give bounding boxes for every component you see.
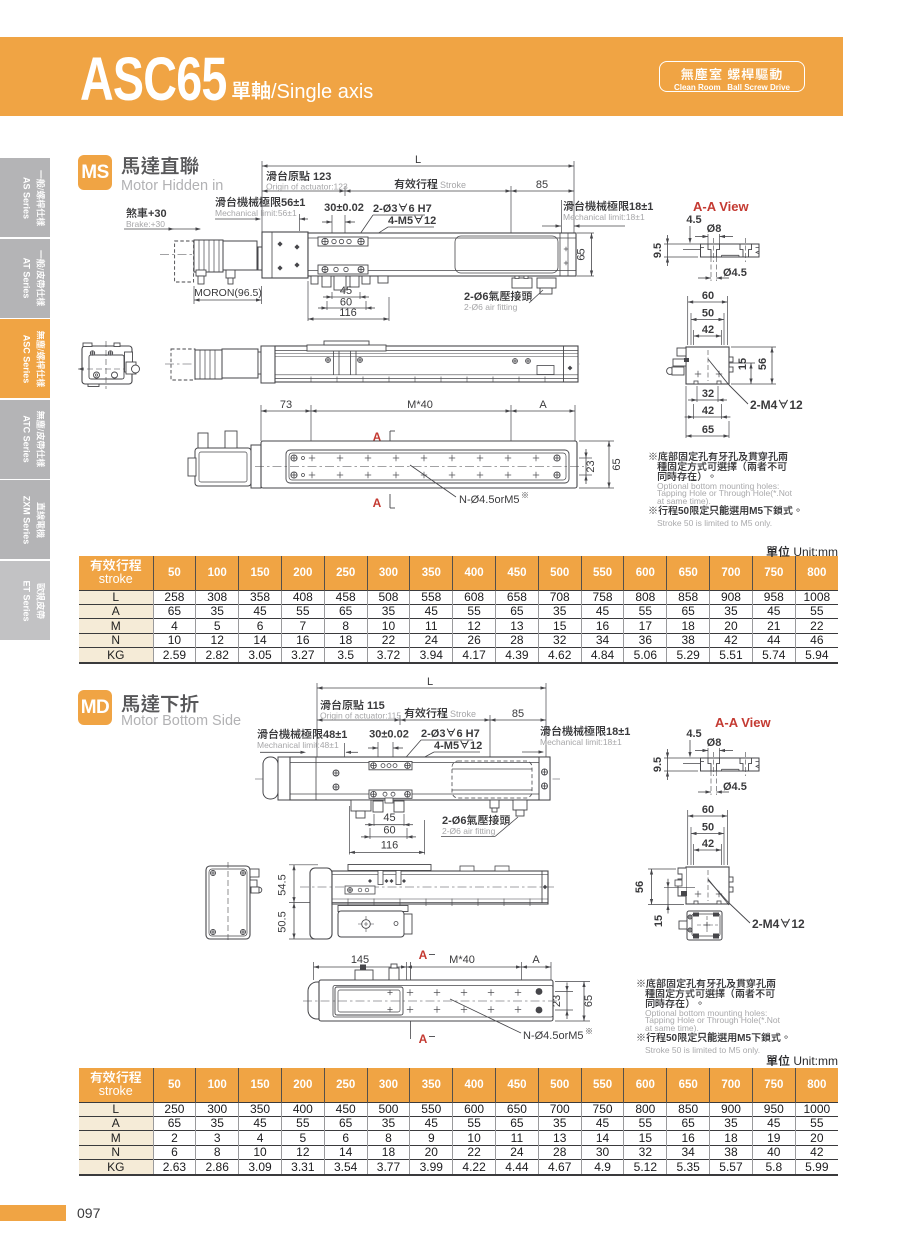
svg-text:65: 65: [611, 458, 623, 470]
svg-text:65: 65: [702, 424, 714, 436]
svg-text:54.5: 54.5: [277, 874, 289, 895]
svg-text:滑台機械極限18±1: 滑台機械極限18±1: [563, 200, 653, 213]
svg-text:2-Ø6 air fitting: 2-Ø6 air fitting: [442, 826, 496, 836]
svg-text:15: 15: [653, 915, 665, 927]
svg-text:Mechanical limit:18±1: Mechanical limit:18±1: [540, 737, 622, 747]
svg-text:23: 23: [585, 460, 597, 472]
svg-text:L: L: [415, 154, 421, 166]
svg-text:42: 42: [702, 405, 714, 417]
svg-text:4.5: 4.5: [686, 728, 701, 740]
svg-text:50: 50: [702, 822, 714, 834]
svg-text:A: A: [373, 496, 382, 510]
svg-text:2-Ø6氣壓接頭: 2-Ø6氣壓接頭: [442, 814, 510, 827]
svg-text:4-M5∀12: 4-M5∀12: [434, 740, 482, 752]
svg-text:2-Ø6 air fitting: 2-Ø6 air fitting: [464, 302, 518, 312]
svg-text:116: 116: [381, 840, 399, 852]
svg-text:N-Ø4.5orM5: N-Ø4.5orM5: [459, 494, 520, 506]
svg-text:60: 60: [383, 825, 395, 837]
svg-text:※: ※: [585, 1027, 593, 1036]
svg-text:滑台原點 115: 滑台原點 115: [320, 699, 385, 712]
svg-text:Ø4.5: Ø4.5: [723, 781, 747, 793]
svg-text:MORON(96.5): MORON(96.5): [194, 287, 262, 299]
svg-text:Ø8: Ø8: [707, 223, 722, 235]
svg-text:65: 65: [576, 248, 588, 260]
svg-text:Origin of actuator:123: Origin of actuator:123: [266, 182, 348, 192]
svg-text:A-A View: A-A View: [693, 199, 750, 214]
svg-text:A: A: [419, 948, 428, 962]
svg-text:滑台機械極限18±1: 滑台機械極限18±1: [540, 725, 630, 738]
svg-text:30±0.02: 30±0.02: [369, 729, 409, 741]
svg-text:2-Ø3∀6 H7: 2-Ø3∀6 H7: [373, 203, 432, 215]
svg-text:煞車+30: 煞車+30: [126, 207, 167, 220]
svg-text:Ø8: Ø8: [707, 737, 722, 749]
svg-text:30±0.02: 30±0.02: [324, 202, 364, 214]
svg-text:116: 116: [339, 307, 357, 319]
svg-text:2-Ø3∀6 H7: 2-Ø3∀6 H7: [421, 728, 480, 740]
svg-text:M*40: M*40: [407, 399, 433, 411]
svg-text:9.5: 9.5: [652, 757, 664, 772]
svg-text:4-M5∀12: 4-M5∀12: [388, 215, 436, 227]
svg-text:Mechanical limit:48±1: Mechanical limit:48±1: [257, 740, 339, 750]
svg-text:Stroke: Stroke: [450, 709, 476, 719]
svg-text:滑台機械極限48±1: 滑台機械極限48±1: [257, 728, 347, 741]
svg-text:32: 32: [702, 388, 714, 400]
svg-text:M*40: M*40: [449, 954, 475, 966]
svg-text:Mechanical limit:56±1: Mechanical limit:56±1: [215, 208, 297, 218]
svg-text:73: 73: [280, 399, 292, 411]
svg-text:A: A: [419, 1032, 428, 1046]
svg-text:145: 145: [351, 954, 369, 966]
svg-text:A: A: [539, 399, 547, 411]
svg-text:A-A View: A-A View: [715, 715, 772, 730]
svg-text:A: A: [373, 430, 382, 444]
svg-text:Brake:+30: Brake:+30: [126, 219, 165, 229]
svg-text:56: 56: [634, 881, 646, 893]
svg-text:有效行程: 有效行程: [394, 178, 438, 191]
svg-text:滑台原點 123: 滑台原點 123: [266, 170, 331, 183]
svg-text:50: 50: [702, 308, 714, 320]
svg-text:4.5: 4.5: [686, 214, 701, 226]
svg-text:60: 60: [702, 804, 714, 816]
svg-text:42: 42: [702, 838, 714, 850]
svg-text:N-Ø4.5orM5: N-Ø4.5orM5: [523, 1030, 584, 1042]
svg-text:有效行程: 有效行程: [404, 707, 448, 720]
svg-text:Ø4.5: Ø4.5: [723, 267, 747, 279]
svg-text:A: A: [532, 954, 540, 966]
svg-text:42: 42: [702, 324, 714, 336]
svg-text:2-Ø6氣壓接頭: 2-Ø6氣壓接頭: [464, 290, 532, 303]
svg-text:60: 60: [340, 297, 352, 309]
svg-text:60: 60: [702, 290, 714, 302]
svg-text:L: L: [427, 676, 433, 688]
svg-text:9.5: 9.5: [652, 243, 664, 258]
svg-text:2-M4∀12: 2-M4∀12: [752, 917, 805, 931]
svg-text:56: 56: [757, 358, 769, 370]
svg-text:85: 85: [512, 708, 524, 720]
svg-text:滑台機械極限56±1: 滑台機械極限56±1: [215, 196, 305, 209]
svg-text:50.5: 50.5: [277, 911, 289, 932]
svg-text:Mechanical limit:18±1: Mechanical limit:18±1: [563, 212, 645, 222]
svg-text:2-M4∀12: 2-M4∀12: [750, 398, 803, 412]
svg-text:Origin of actuator:115: Origin of actuator:115: [320, 711, 401, 721]
svg-text:※: ※: [521, 491, 529, 500]
svg-text:45: 45: [383, 812, 395, 824]
svg-text:23: 23: [551, 995, 563, 1007]
svg-text:Stroke: Stroke: [440, 180, 466, 190]
svg-text:45: 45: [340, 285, 352, 297]
svg-text:85: 85: [536, 179, 548, 191]
svg-text:65: 65: [583, 995, 595, 1007]
svg-text:15: 15: [737, 358, 749, 370]
